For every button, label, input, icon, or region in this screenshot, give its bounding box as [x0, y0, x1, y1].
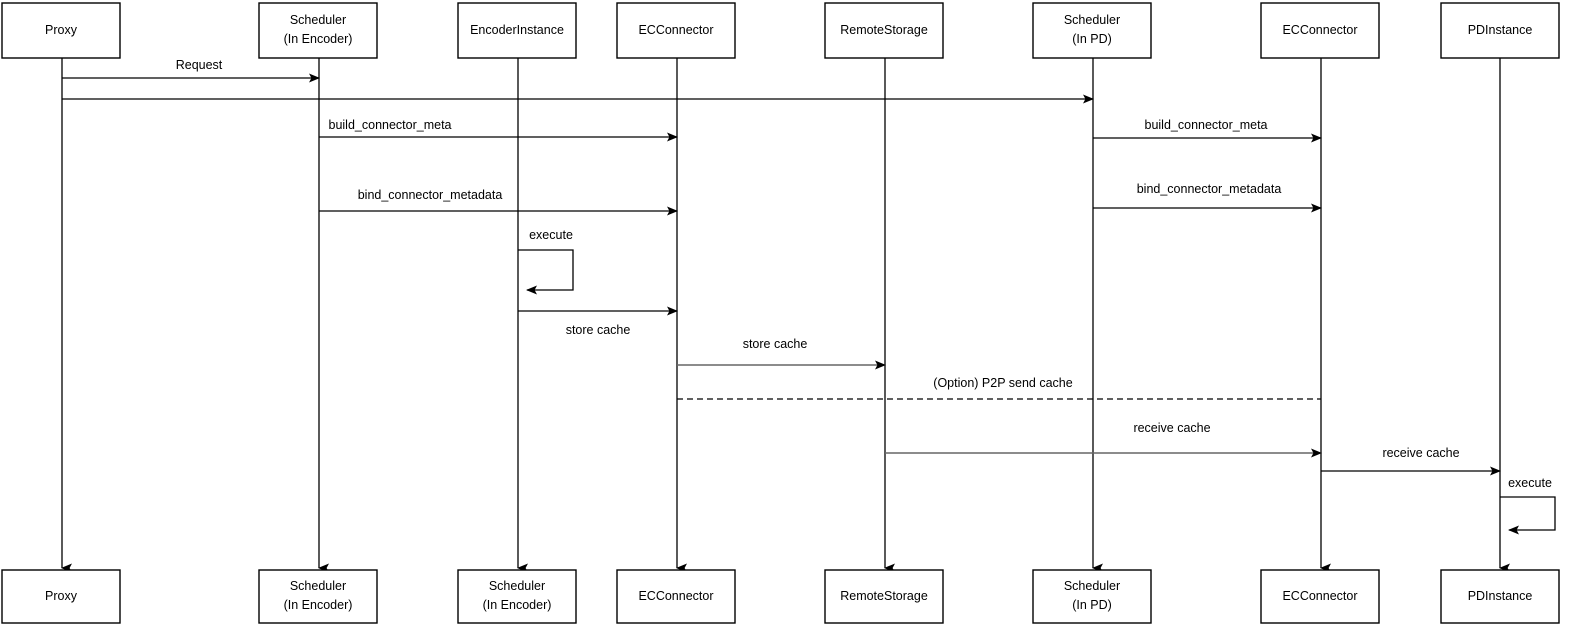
- participant-box-rect: [1, 569, 121, 624]
- message-m7[interactable]: store cache: [518, 306, 678, 337]
- participant-box-rect: [1440, 569, 1560, 624]
- message-label: build_connector_meta: [329, 118, 452, 132]
- participant-label-line1: RemoteStorage: [840, 589, 928, 603]
- participant-box-rect: [457, 2, 577, 59]
- participant-box-proxy-top[interactable]: Proxy: [1, 2, 121, 59]
- participant-box-sched_enc-bottom[interactable]: Scheduler (In Encoder): [258, 569, 378, 624]
- message-m6[interactable]: bind_connector_metadata: [1093, 182, 1322, 213]
- messages-layer: Request build_connector_meta build_connect…: [62, 58, 1501, 476]
- participant-label-line2: (In PD): [1072, 598, 1112, 612]
- message-m3[interactable]: build_connector_meta: [319, 118, 678, 142]
- message-label: Request: [176, 58, 223, 72]
- participant-box-remote_store-bottom[interactable]: RemoteStorage: [824, 569, 944, 624]
- participant-label-line1: EncoderInstance: [470, 23, 564, 37]
- message-label: bind_connector_metadata: [358, 188, 503, 202]
- participant-label-line1: ECConnector: [1282, 589, 1357, 603]
- self-message-s2[interactable]: execute: [1500, 476, 1556, 535]
- participant-label-line1: Scheduler: [1064, 579, 1120, 593]
- top-participant-boxes: Proxy Scheduler (In Encoder) EncoderInstanc…: [1, 2, 1560, 59]
- self-message-label: execute: [529, 228, 573, 242]
- participant-label-line1: Scheduler: [290, 13, 346, 27]
- participant-label-line1: Scheduler: [489, 579, 545, 593]
- message-label: receive cache: [1133, 421, 1210, 435]
- self-messages-layer: execute execute: [518, 228, 1556, 535]
- participant-box-ec_conn_left-top[interactable]: ECConnector: [616, 2, 736, 59]
- participant-label-line1: ECConnector: [638, 589, 713, 603]
- participant-box-rect: [1440, 2, 1560, 59]
- participant-box-rect: [616, 569, 736, 624]
- message-label: store cache: [743, 337, 808, 351]
- participant-label-line1: ECConnector: [638, 23, 713, 37]
- participant-label-line1: Scheduler: [1064, 13, 1120, 27]
- participant-box-pd_inst-bottom[interactable]: PDInstance: [1440, 569, 1560, 624]
- message-label: receive cache: [1382, 446, 1459, 460]
- participant-box-rect: [824, 2, 944, 59]
- message-m1[interactable]: Request: [62, 58, 320, 83]
- participant-label-line1: PDInstance: [1468, 23, 1533, 37]
- participant-label-line2: (In Encoder): [284, 32, 353, 46]
- message-m10[interactable]: receive cache: [885, 421, 1322, 458]
- message-m4[interactable]: build_connector_meta: [1093, 118, 1322, 143]
- message-label: (Option) P2P send cache: [933, 376, 1072, 390]
- message-m11[interactable]: receive cache: [1321, 446, 1501, 476]
- participant-box-sched_enc-top[interactable]: Scheduler (In Encoder): [258, 2, 378, 59]
- message-m8[interactable]: store cache: [677, 337, 886, 370]
- message-m9[interactable]: (Option) P2P send cache: [677, 376, 1321, 400]
- participant-box-pd_inst-top[interactable]: PDInstance: [1440, 2, 1560, 59]
- participant-box-encoder_inst-bottom[interactable]: Scheduler (In Encoder): [457, 569, 577, 624]
- participant-box-sched_pd-bottom[interactable]: Scheduler (In PD): [1032, 569, 1152, 624]
- participant-box-rect: [258, 2, 378, 59]
- participant-box-rect: [1032, 2, 1152, 59]
- participant-label-line1: ECConnector: [1282, 23, 1357, 37]
- participant-label-line1: Proxy: [45, 23, 78, 37]
- self-message-path: [1500, 496, 1556, 535]
- participant-box-rect: [824, 569, 944, 624]
- self-message-s1[interactable]: execute: [518, 228, 574, 295]
- participant-box-sched_pd-top[interactable]: Scheduler (In PD): [1032, 2, 1152, 59]
- participant-box-rect: [258, 569, 378, 624]
- participant-box-rect: [1032, 569, 1152, 624]
- participant-box-rect: [1260, 2, 1380, 59]
- self-message-path: [518, 249, 574, 295]
- participant-label-line2: (In PD): [1072, 32, 1112, 46]
- participant-label-line1: Scheduler: [290, 579, 346, 593]
- participant-label-line1: Proxy: [45, 589, 78, 603]
- message-label: bind_connector_metadata: [1137, 182, 1282, 196]
- bottom-participant-boxes: Proxy Scheduler (In Encoder) Scheduler (In E…: [1, 569, 1560, 624]
- message-label: store cache: [566, 323, 631, 337]
- participant-box-ec_conn_right-bottom[interactable]: ECConnector: [1260, 569, 1380, 624]
- self-message-label: execute: [1508, 476, 1552, 490]
- participant-label-line2: (In Encoder): [483, 598, 552, 612]
- participant-box-ec_conn_left-bottom[interactable]: ECConnector: [616, 569, 736, 624]
- participant-box-remote_store-top[interactable]: RemoteStorage: [824, 2, 944, 59]
- participant-box-rect: [616, 2, 736, 59]
- participant-box-rect: [457, 569, 577, 624]
- participant-box-rect: [1260, 569, 1380, 624]
- participant-label-line2: (In Encoder): [284, 598, 353, 612]
- message-label: build_connector_meta: [1145, 118, 1268, 132]
- participant-box-encoder_inst-top[interactable]: EncoderInstance: [457, 2, 577, 59]
- lifelines-layer: [61, 58, 1510, 573]
- participant-box-rect: [1, 2, 121, 59]
- participant-label-line1: PDInstance: [1468, 589, 1533, 603]
- message-m5[interactable]: bind_connector_metadata: [319, 188, 678, 216]
- participant-box-ec_conn_right-top[interactable]: ECConnector: [1260, 2, 1380, 59]
- participant-label-line1: RemoteStorage: [840, 23, 928, 37]
- participant-box-proxy-bottom[interactable]: Proxy: [1, 569, 121, 624]
